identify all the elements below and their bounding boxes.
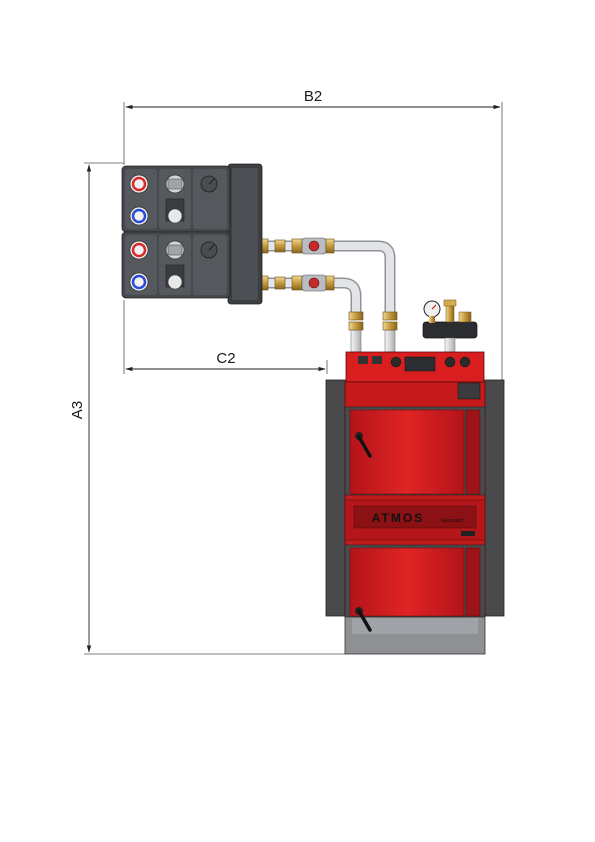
control-switch-icon bbox=[358, 356, 368, 364]
valve-handle-icon bbox=[308, 277, 320, 289]
dimension-b2: B2 bbox=[123, 88, 503, 380]
piping bbox=[262, 240, 396, 353]
air-vent-icon bbox=[458, 311, 472, 323]
dimension-c2: C2 bbox=[123, 300, 328, 374]
brand-logo: ATMOS bbox=[372, 511, 424, 525]
lower-door-handle bbox=[357, 609, 372, 632]
dimension-b2-label: B2 bbox=[304, 88, 322, 105]
pump-group-lower bbox=[121, 231, 231, 299]
dimension-a3: A3 bbox=[69, 162, 345, 655]
safety-valve-icon bbox=[445, 303, 455, 323]
rating-plate bbox=[457, 382, 481, 400]
pump-group-assembly bbox=[121, 163, 263, 305]
dimension-a3-label: A3 bbox=[69, 401, 86, 419]
thermostat-knob-icon bbox=[390, 356, 402, 368]
control-display bbox=[404, 356, 436, 372]
brand-strip bbox=[353, 505, 477, 529]
brand-subtitle: Generator bbox=[441, 518, 464, 524]
pipe-fittings bbox=[258, 237, 398, 331]
boiler: ATMOS Generator bbox=[325, 351, 505, 655]
brass-union bbox=[274, 239, 286, 253]
lower-door bbox=[349, 547, 465, 617]
dimension-c2-label: C2 bbox=[216, 350, 235, 367]
pump-group-upper bbox=[121, 165, 231, 233]
safety-group bbox=[422, 299, 478, 353]
valve-handle-icon bbox=[308, 240, 320, 252]
upper-door-handle bbox=[357, 435, 372, 458]
